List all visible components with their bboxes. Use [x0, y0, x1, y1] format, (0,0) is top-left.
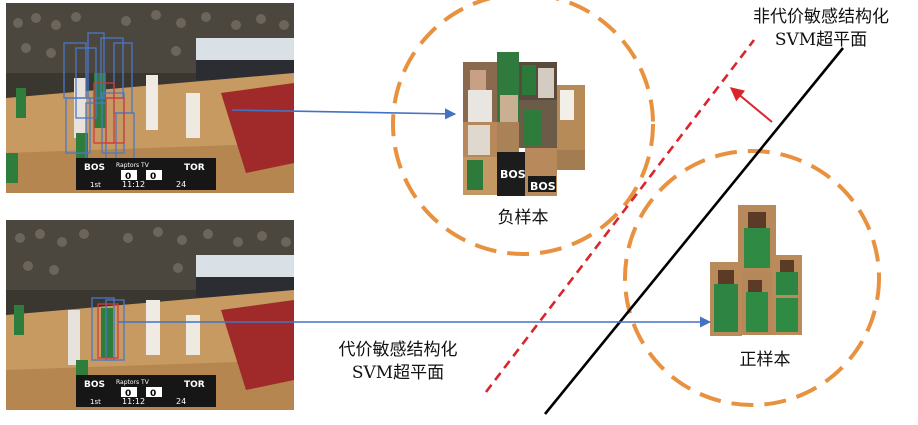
positive-samples-label: 正样本 [739, 350, 791, 370]
video-frame-bottom: BOS Raptors TV 0 0 TOR 1st 11:12 24 [6, 220, 294, 410]
positive-sample-circle [623, 149, 881, 407]
negative-sample-arrow [231, 108, 457, 120]
scoreboard-channel-top: Raptors TV [116, 162, 150, 169]
negative-sample-circle [391, 0, 655, 256]
scoreboard-quarter-bottom: 1st [90, 398, 101, 406]
scoreboard-away-bottom: TOR [184, 380, 205, 390]
negative-samples-label: 负样本 [497, 208, 549, 228]
patch-scoreboard-text-1: BOS [500, 168, 526, 181]
scoreboard-channel-bottom: Raptors TV [116, 379, 150, 386]
scoreboard-away-score-bottom: 0 [150, 389, 156, 399]
scoreboard-away-score-top: 0 [150, 172, 156, 182]
cost-sensitive-hyperplane [543, 47, 845, 415]
scoreboard-shotclock-top: 24 [176, 180, 186, 189]
scoreboard-clock-bottom: 11:12 [122, 397, 145, 406]
positive-sample-patches [710, 205, 802, 336]
scoreboard-home-top: BOS [84, 163, 105, 173]
cost-sensitive-svm-label-line1: 代价敏感结构化 [338, 340, 458, 360]
non-cost-sensitive-svm-label-line1: 非代价敏感结构化 [753, 7, 889, 27]
scoreboard-clock-top: 11:12 [122, 180, 145, 189]
video-frame-top: BOS Raptors TV 0 0 TOR 1st 11:12 24 [6, 3, 294, 193]
scoreboard-away-top: TOR [184, 163, 205, 173]
cost-sensitive-svm-label-line2: SVM超平面 [351, 363, 445, 383]
hyperplane-shift-arrow [729, 87, 773, 123]
negative-sample-patches: BOS BOS [463, 52, 585, 196]
scoreboard-home-bottom: BOS [84, 380, 105, 390]
scoreboard-shotclock-bottom: 24 [176, 397, 186, 406]
court-scene-top: BOS Raptors TV 0 0 TOR 1st 11:12 24 [6, 3, 294, 193]
court-scene-bottom: BOS Raptors TV 0 0 TOR 1st 11:12 24 [6, 220, 294, 410]
scoreboard-home-score-bottom: 0 [125, 389, 131, 399]
patch-scoreboard-text-2: BOS [530, 180, 556, 193]
non-cost-sensitive-svm-label-line2: SVM超平面 [774, 30, 868, 50]
scoreboard-quarter-top: 1st [90, 181, 101, 189]
scoreboard-home-score-top: 0 [125, 172, 131, 182]
non-cost-sensitive-hyperplane [484, 39, 756, 393]
